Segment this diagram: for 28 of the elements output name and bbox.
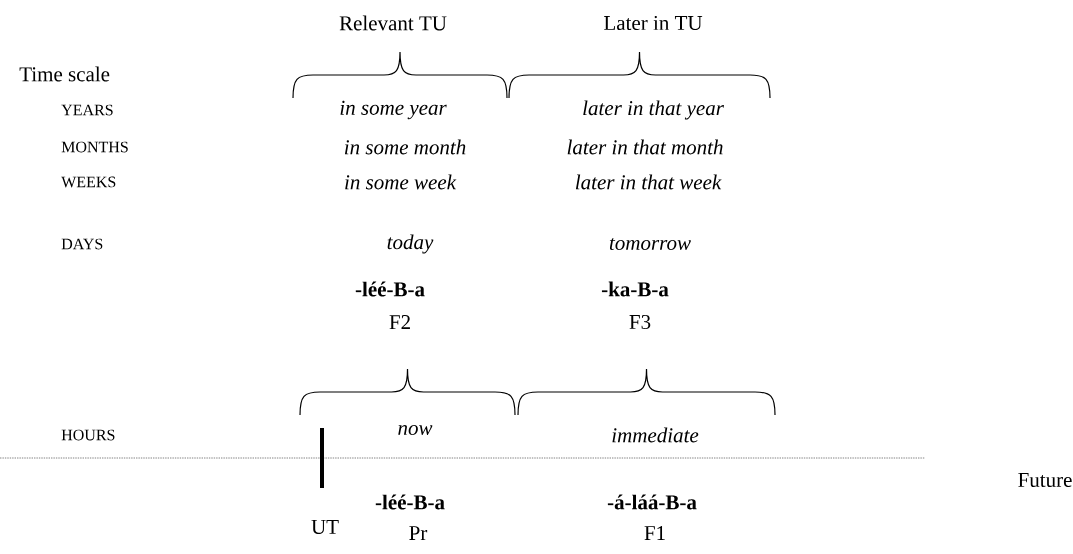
row-label: DAYS — [61, 238, 103, 250]
axis-label: Future — [1018, 473, 1072, 487]
axis-title: Time scale — [19, 66, 110, 82]
time-phrase: today — [387, 234, 434, 254]
tense-label: F1 — [644, 526, 665, 540]
morpheme-label: -á-láá-B-a — [607, 494, 697, 510]
row-label: HOURS — [61, 429, 115, 441]
tense-label: Pr — [409, 526, 428, 540]
time-phrase: in some week — [345, 174, 457, 190]
morpheme-label: -ka-B-a — [601, 281, 669, 297]
tense-label: F3 — [629, 314, 651, 330]
axis-label: UT — [311, 520, 339, 534]
column-heading: Relevant TU — [339, 15, 447, 31]
time-phrase: tomorrow — [609, 238, 691, 250]
row-label: MONTHS — [61, 141, 128, 153]
tense-label: F2 — [389, 315, 410, 329]
time-phrase: now — [398, 424, 433, 436]
time-phrase: later in that year — [583, 100, 724, 120]
time-phrase: in some year — [340, 100, 447, 120]
morpheme-label: -léé-B-a — [375, 494, 445, 510]
row-label: YEARS — [61, 104, 113, 116]
time-phrase: later in that week — [575, 174, 722, 190]
time-phrase: in some month — [344, 139, 466, 155]
row-label: WEEKS — [61, 176, 116, 188]
column-heading: Later in TU — [604, 15, 703, 31]
time-phrase: later in that month — [567, 139, 723, 155]
morpheme-label: -léé-B-a — [355, 281, 425, 297]
time-phrase: immediate — [612, 427, 699, 443]
